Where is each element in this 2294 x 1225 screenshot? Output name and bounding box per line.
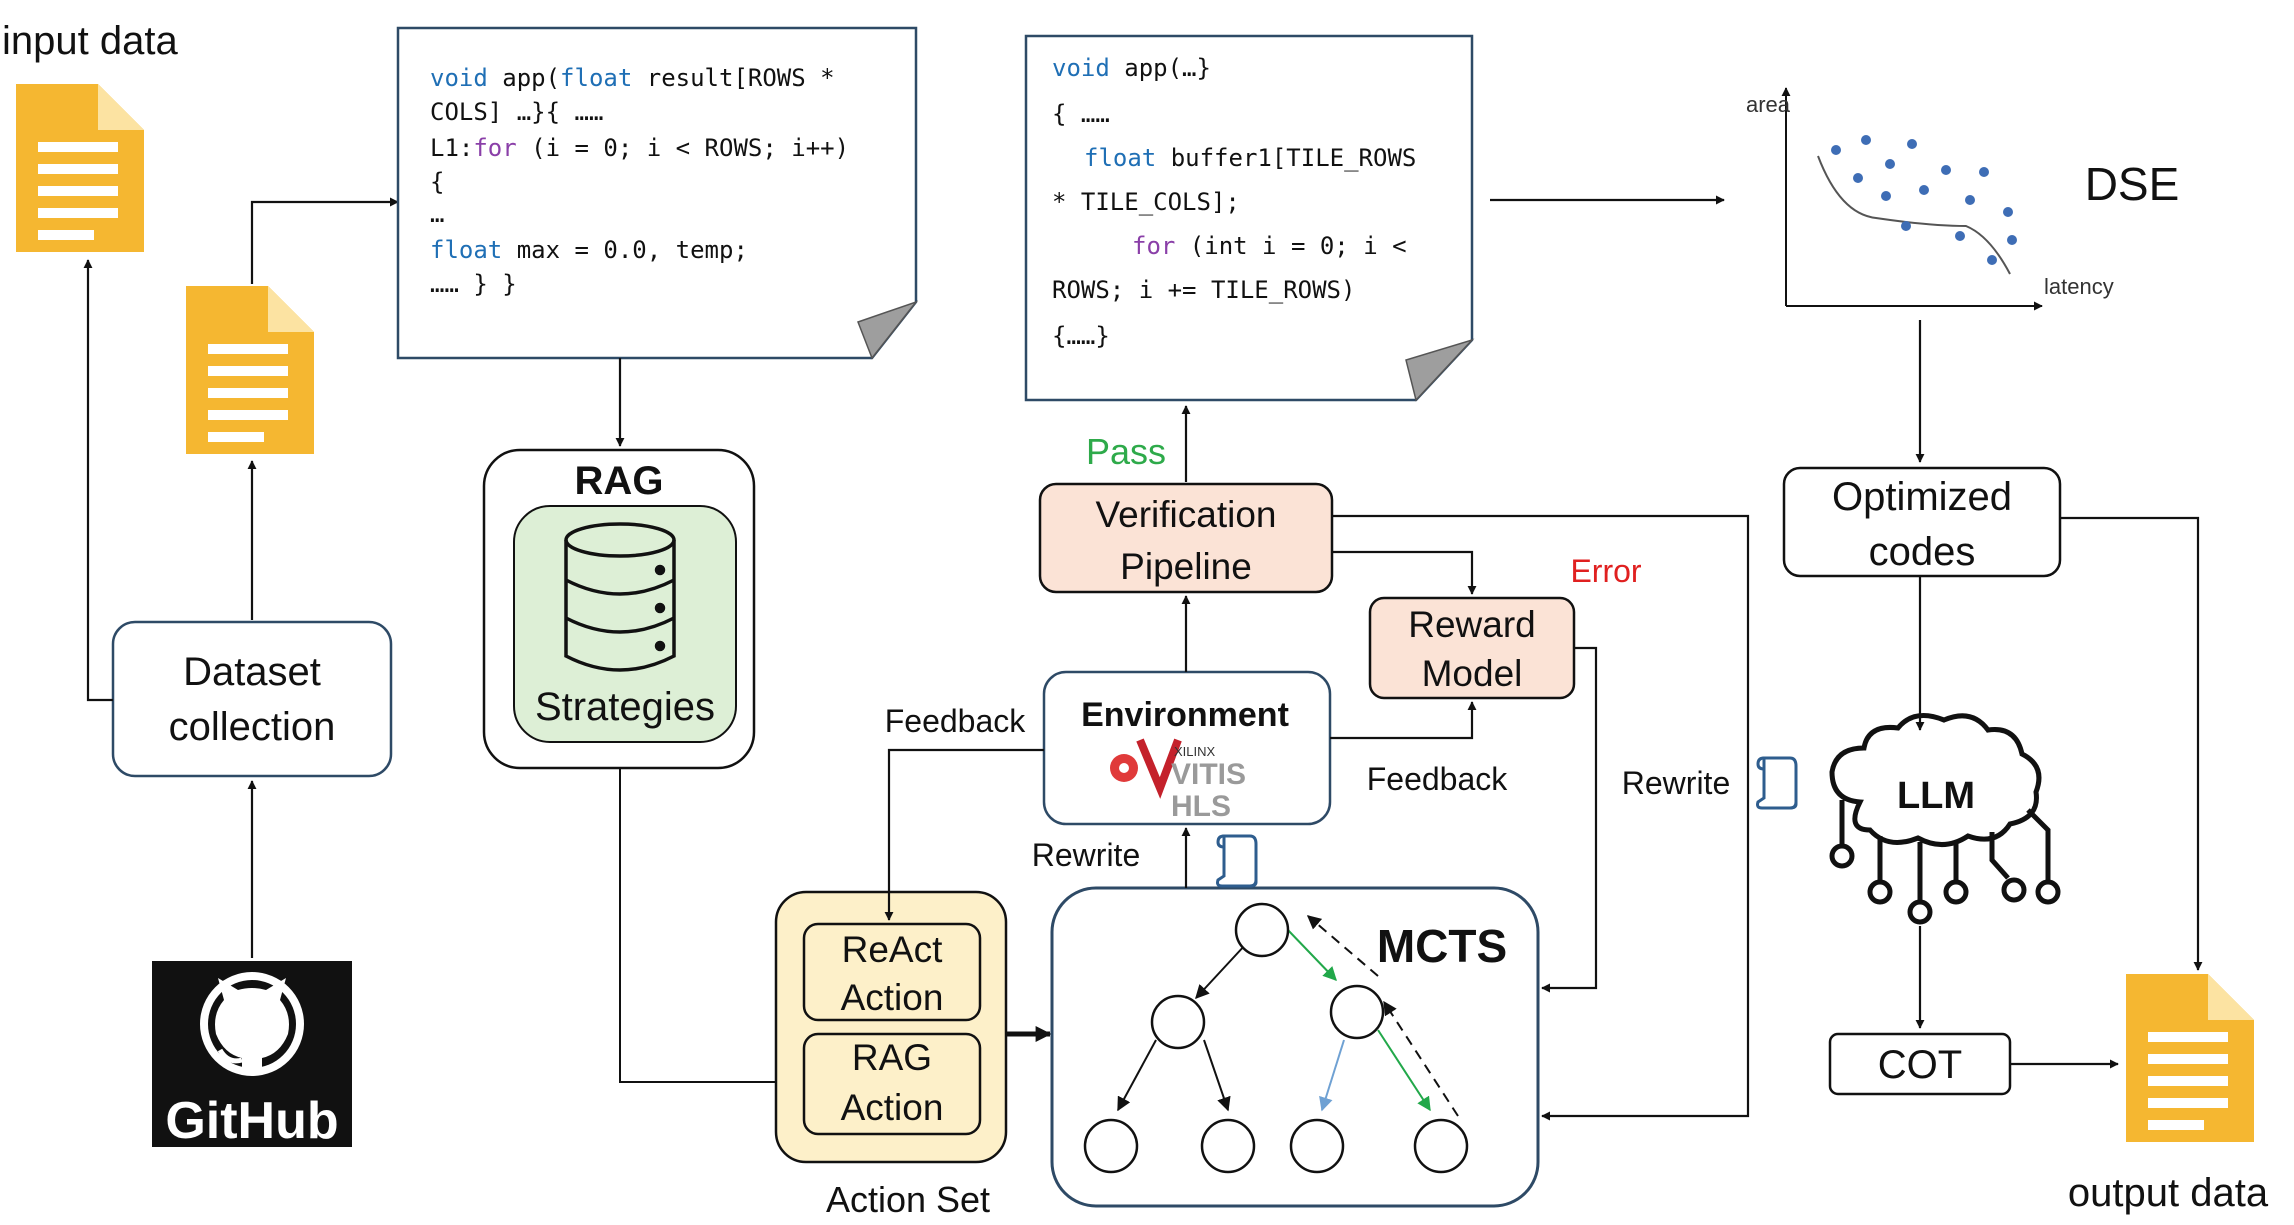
verification-pipeline-box — [1038, 482, 1334, 594]
cot-label: COT — [1878, 1043, 1962, 1087]
hls-label: HLS — [1171, 790, 1231, 823]
github-icon: GitHub — [152, 961, 352, 1150]
code-right-line5: for (int i = 0; i < — [1132, 232, 1407, 260]
dse-points — [1831, 135, 2017, 265]
code-left-line7: …… } } — [430, 270, 517, 298]
rag-action-button[interactable] — [802, 1032, 982, 1136]
environment-title: Environment — [1081, 696, 1289, 734]
dse-latency-label: latency — [2044, 274, 2114, 299]
code-right-line2: { …… — [1052, 100, 1110, 128]
collected-document-icon — [186, 286, 314, 454]
input-data-label: input data — [2, 19, 178, 63]
scroll-icon — [1756, 756, 1798, 810]
optimized-codes-box — [1782, 466, 2062, 578]
middle-connectors — [884, 405, 1750, 1121]
feedback-right-label: Feedback — [1367, 761, 1509, 797]
rag-title: RAG — [575, 459, 664, 503]
output-data-label: output data — [2068, 1171, 2269, 1215]
error-label: Error — [1570, 553, 1641, 589]
dse-plot: area latency — [1746, 87, 2114, 311]
code-left-line1: void app(float result[ROWS * — [430, 64, 835, 92]
optimized-codes-line2: codes — [1869, 530, 1976, 574]
dataset-collection-line2: collection — [169, 705, 336, 749]
dataset-collection-line1: Dataset — [183, 650, 321, 694]
left-connectors — [83, 197, 399, 958]
code-left-line3: L1:for (i = 0; i < ROWS; i++) — [430, 134, 849, 162]
code-left-line2: COLS] …}{ …… — [430, 98, 603, 126]
optimized-codes-line1: Optimized — [1832, 475, 2012, 519]
source-code-note — [396, 26, 919, 360]
github-label: GitHub — [165, 1092, 338, 1150]
optimized-code-note — [1024, 34, 1475, 402]
rag-to-action-arrow — [619, 768, 803, 1087]
rag-action-line1: RAG — [852, 1037, 932, 1078]
optimized-to-output-arrow — [2060, 516, 2203, 971]
react-action-line1: ReAct — [842, 929, 943, 970]
rag-strategies-label: Strategies — [535, 685, 715, 729]
rag-strategies-store — [513, 505, 737, 743]
reward-model-line2: Model — [1422, 653, 1523, 694]
reward-model-line1: Reward — [1408, 604, 1536, 645]
verification-line1: Verification — [1096, 494, 1277, 535]
rewrite-right-label: Rewrite — [1622, 765, 1730, 801]
dse-label: DSE — [2085, 158, 2180, 210]
scroll-icon — [1216, 834, 1258, 888]
react-action-button[interactable] — [802, 922, 982, 1022]
verification-line2: Pipeline — [1120, 546, 1252, 587]
code-left-line5: … — [430, 200, 444, 228]
code-left-line6: float max = 0.0, temp; — [430, 236, 748, 264]
code-right-line1: void app(…} — [1052, 54, 1211, 82]
mcts-title: MCTS — [1377, 920, 1507, 972]
mcts-box — [1050, 886, 1540, 1208]
action-set-label: Action Set — [826, 1179, 990, 1220]
mcts-nodes — [1083, 902, 1469, 1174]
code-right-line3: float buffer1[TILE_ROWS — [1084, 144, 1416, 172]
code-right-line4: * TILE_COLS]; — [1052, 188, 1240, 216]
xilinx-label: XILINX — [1174, 744, 1216, 759]
database-icon — [564, 522, 676, 672]
mcts-tree — [1117, 915, 1459, 1117]
rag-action-line2: Action — [841, 1087, 944, 1128]
input-document-icon — [16, 84, 144, 252]
code-right-line6: ROWS; i += TILE_ROWS) — [1052, 276, 1355, 304]
dataset-collection-box — [111, 620, 393, 778]
react-action-line2: Action — [841, 977, 944, 1018]
pass-label: Pass — [1086, 431, 1166, 472]
vitis-label: VITIS — [1171, 758, 1246, 791]
dse-area-label: area — [1746, 92, 1791, 117]
vitis-logo: XILINX VITIS HLS — [1110, 738, 1246, 823]
feedback-left-label: Feedback — [885, 703, 1027, 739]
rewrite-left-label: Rewrite — [1032, 837, 1140, 873]
llm-label: LLM — [1897, 775, 1975, 817]
brain-icon — [1829, 713, 2061, 925]
code-left-line4: { — [430, 168, 444, 196]
code-right-line7: {……} — [1052, 322, 1110, 350]
output-document-icon — [2126, 974, 2254, 1142]
